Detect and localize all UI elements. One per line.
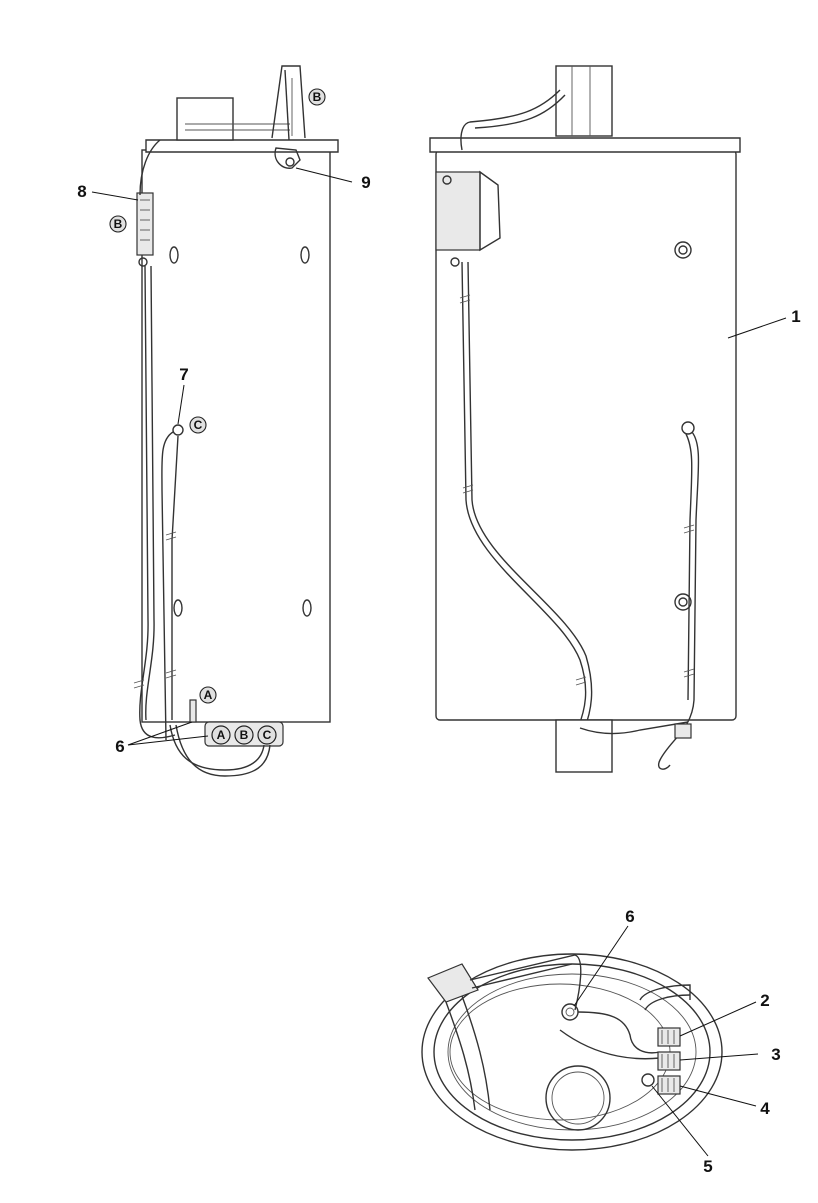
base-connector-2 xyxy=(657,1027,681,1047)
svg-text:B: B xyxy=(240,728,249,742)
base-connector-3 xyxy=(657,1051,681,1071)
right-bottom-box xyxy=(555,719,613,773)
right-tank-body xyxy=(435,149,737,721)
tank-hole xyxy=(674,241,692,259)
tank-hole xyxy=(169,246,179,264)
base-outer-ring xyxy=(421,953,723,1151)
callout-6: 6 xyxy=(115,737,124,756)
base-fitting-5 xyxy=(641,1073,655,1087)
base-left-housing xyxy=(427,963,479,1003)
callout-5: 5 xyxy=(703,1157,712,1176)
tank-hole xyxy=(300,246,310,264)
left-heater-view xyxy=(133,65,339,777)
tank-hole xyxy=(674,593,692,611)
callout-4: 4 xyxy=(760,1099,770,1118)
bottom-loop-cable xyxy=(169,724,265,771)
base-cable-top xyxy=(469,954,582,1011)
callout-6-bottom: 6 xyxy=(625,907,634,926)
right-long-cable xyxy=(461,261,587,729)
callout-3: 3 xyxy=(771,1045,780,1064)
circled-letter-b-side: B xyxy=(109,215,127,233)
svg-text:A: A xyxy=(217,728,226,742)
svg-text:B: B xyxy=(114,217,123,231)
left-top-bracket xyxy=(271,65,306,139)
svg-text:A: A xyxy=(204,688,213,702)
right-heater-view xyxy=(429,65,741,773)
svg-text:C: C xyxy=(194,418,203,432)
base-drain xyxy=(545,1065,611,1131)
leader-lines xyxy=(91,167,787,1157)
callout-9: 9 xyxy=(361,173,370,192)
left-bracket-8 xyxy=(136,192,154,256)
left-top-box xyxy=(176,97,234,141)
circled-letter-b-top: B xyxy=(308,88,326,106)
tank-hole xyxy=(173,599,183,617)
left-tank-body xyxy=(141,149,331,723)
right-control-box xyxy=(435,171,481,251)
bottom-base-view xyxy=(421,953,723,1151)
circled-letter-b-conn: B xyxy=(234,725,254,745)
probe-6 xyxy=(189,699,197,723)
circled-letter-c-mid: C xyxy=(189,416,207,434)
left-fitting-9 xyxy=(274,147,301,169)
base-connector-4 xyxy=(657,1075,681,1095)
left-cable xyxy=(139,265,176,739)
right-top-plate xyxy=(429,137,741,153)
svg-text:B: B xyxy=(313,90,322,104)
tank-hole xyxy=(302,599,312,617)
sensor-7 xyxy=(172,424,184,436)
circled-letter-c-conn: C xyxy=(257,725,277,745)
right-top-box xyxy=(555,65,613,137)
callout-7: 7 xyxy=(179,365,188,384)
callout-8: 8 xyxy=(77,182,86,201)
circled-letter-a-low: A xyxy=(199,686,217,704)
callout-2: 2 xyxy=(760,991,769,1010)
left-top-plate xyxy=(145,139,339,153)
circled-letter-a-conn: A xyxy=(211,725,231,745)
svg-text:C: C xyxy=(263,728,272,742)
right-sensor xyxy=(681,421,695,435)
callout-1: 1 xyxy=(791,307,800,326)
